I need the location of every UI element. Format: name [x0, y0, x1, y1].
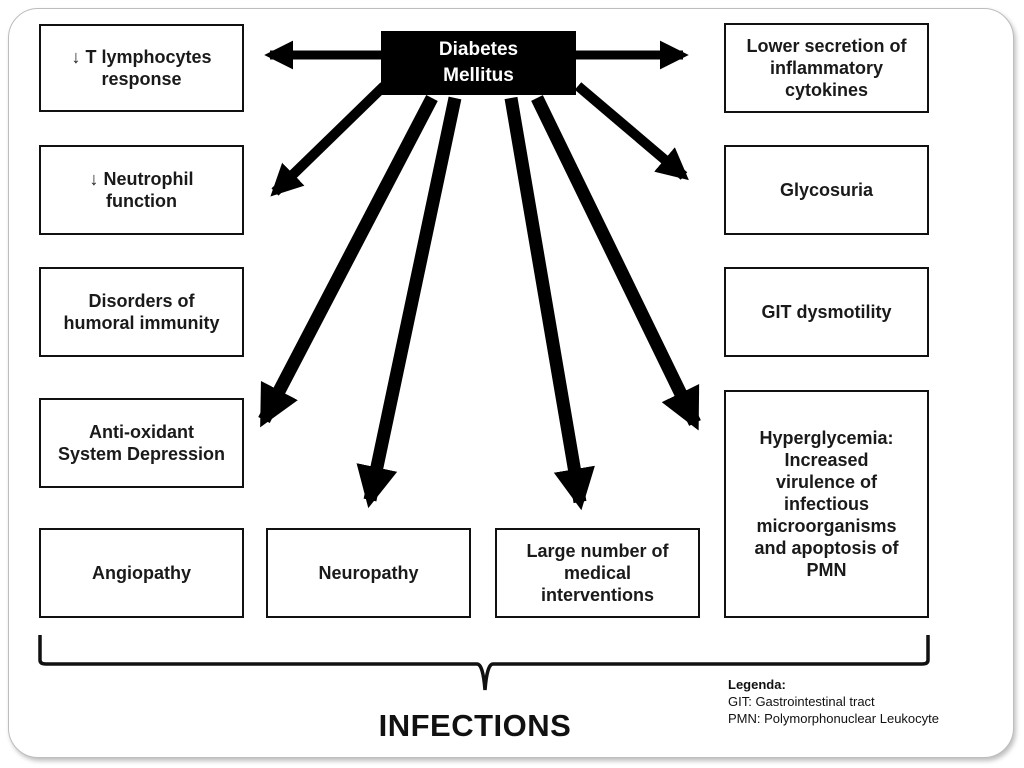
- neutrophil-box: ↓ Neutrophil function: [39, 145, 244, 235]
- diabetes-mellitus-label: Diabetes Mellitus: [438, 39, 519, 86]
- infections-outcome-label: INFECTIONS: [378, 708, 572, 743]
- t-lymphocytes-label: ↓ T lymphocytes response: [71, 47, 212, 89]
- arrow-to-neuropathy: [356, 96, 462, 509]
- glycosuria-label: Glycosuria: [779, 180, 874, 200]
- git-dysmotility-box: GIT dysmotility: [724, 267, 929, 357]
- git-dysmotility-label: GIT dysmotility: [761, 302, 892, 322]
- bottom-brace: [38, 635, 930, 691]
- arrow-to-medical-interventions: [504, 96, 595, 511]
- antioxidant-label: Anti-oxidant System Depression: [57, 422, 226, 464]
- arrow-to-glycosuria: [574, 82, 689, 181]
- angiopathy-label: Angiopathy: [92, 563, 191, 583]
- lower-secretion-box: Lower secretion of inflammatory cytokine…: [724, 23, 929, 113]
- angiopathy-box: Angiopathy: [39, 528, 244, 618]
- medical-interventions-label: Large number of medical interventions: [526, 541, 669, 605]
- legend-item-git: GIT: Gastrointestinal tract: [728, 694, 875, 709]
- glycosuria-box: Glycosuria: [724, 145, 929, 235]
- hyperglycemia-box: Hyperglycemia: Increased virulence of in…: [724, 390, 929, 618]
- antioxidant-box: Anti-oxidant System Depression: [39, 398, 244, 488]
- arrow-to-neutrophil: [270, 82, 388, 197]
- neuropathy-box: Neuropathy: [266, 528, 471, 618]
- diabetes-mellitus-box: Diabetes Mellitus: [381, 31, 576, 95]
- arrow-to-hyperglycemia: [531, 95, 701, 431]
- hyperglycemia-label: Hyperglycemia: Increased virulence of in…: [754, 428, 899, 580]
- arrow-to-antioxidant: [258, 94, 438, 428]
- medical-interventions-box: Large number of medical interventions: [495, 528, 700, 618]
- t-lymphocytes-box: ↓ T lymphocytes response: [39, 24, 244, 112]
- humoral-immunity-box: Disorders of humoral immunity: [39, 267, 244, 357]
- humoral-immunity-label: Disorders of humoral immunity: [63, 291, 220, 333]
- legend-title: Legenda:: [728, 677, 786, 692]
- lower-secretion-label: Lower secretion of inflammatory cytokine…: [746, 36, 907, 100]
- neutrophil-label: ↓ Neutrophil function: [89, 169, 194, 211]
- legend: Legenda: GIT: Gastrointestinal tract PMN…: [728, 676, 1008, 727]
- legend-item-pmn: PMN: Polymorphonuclear Leukocyte: [728, 711, 939, 726]
- neuropathy-label: Neuropathy: [318, 563, 419, 583]
